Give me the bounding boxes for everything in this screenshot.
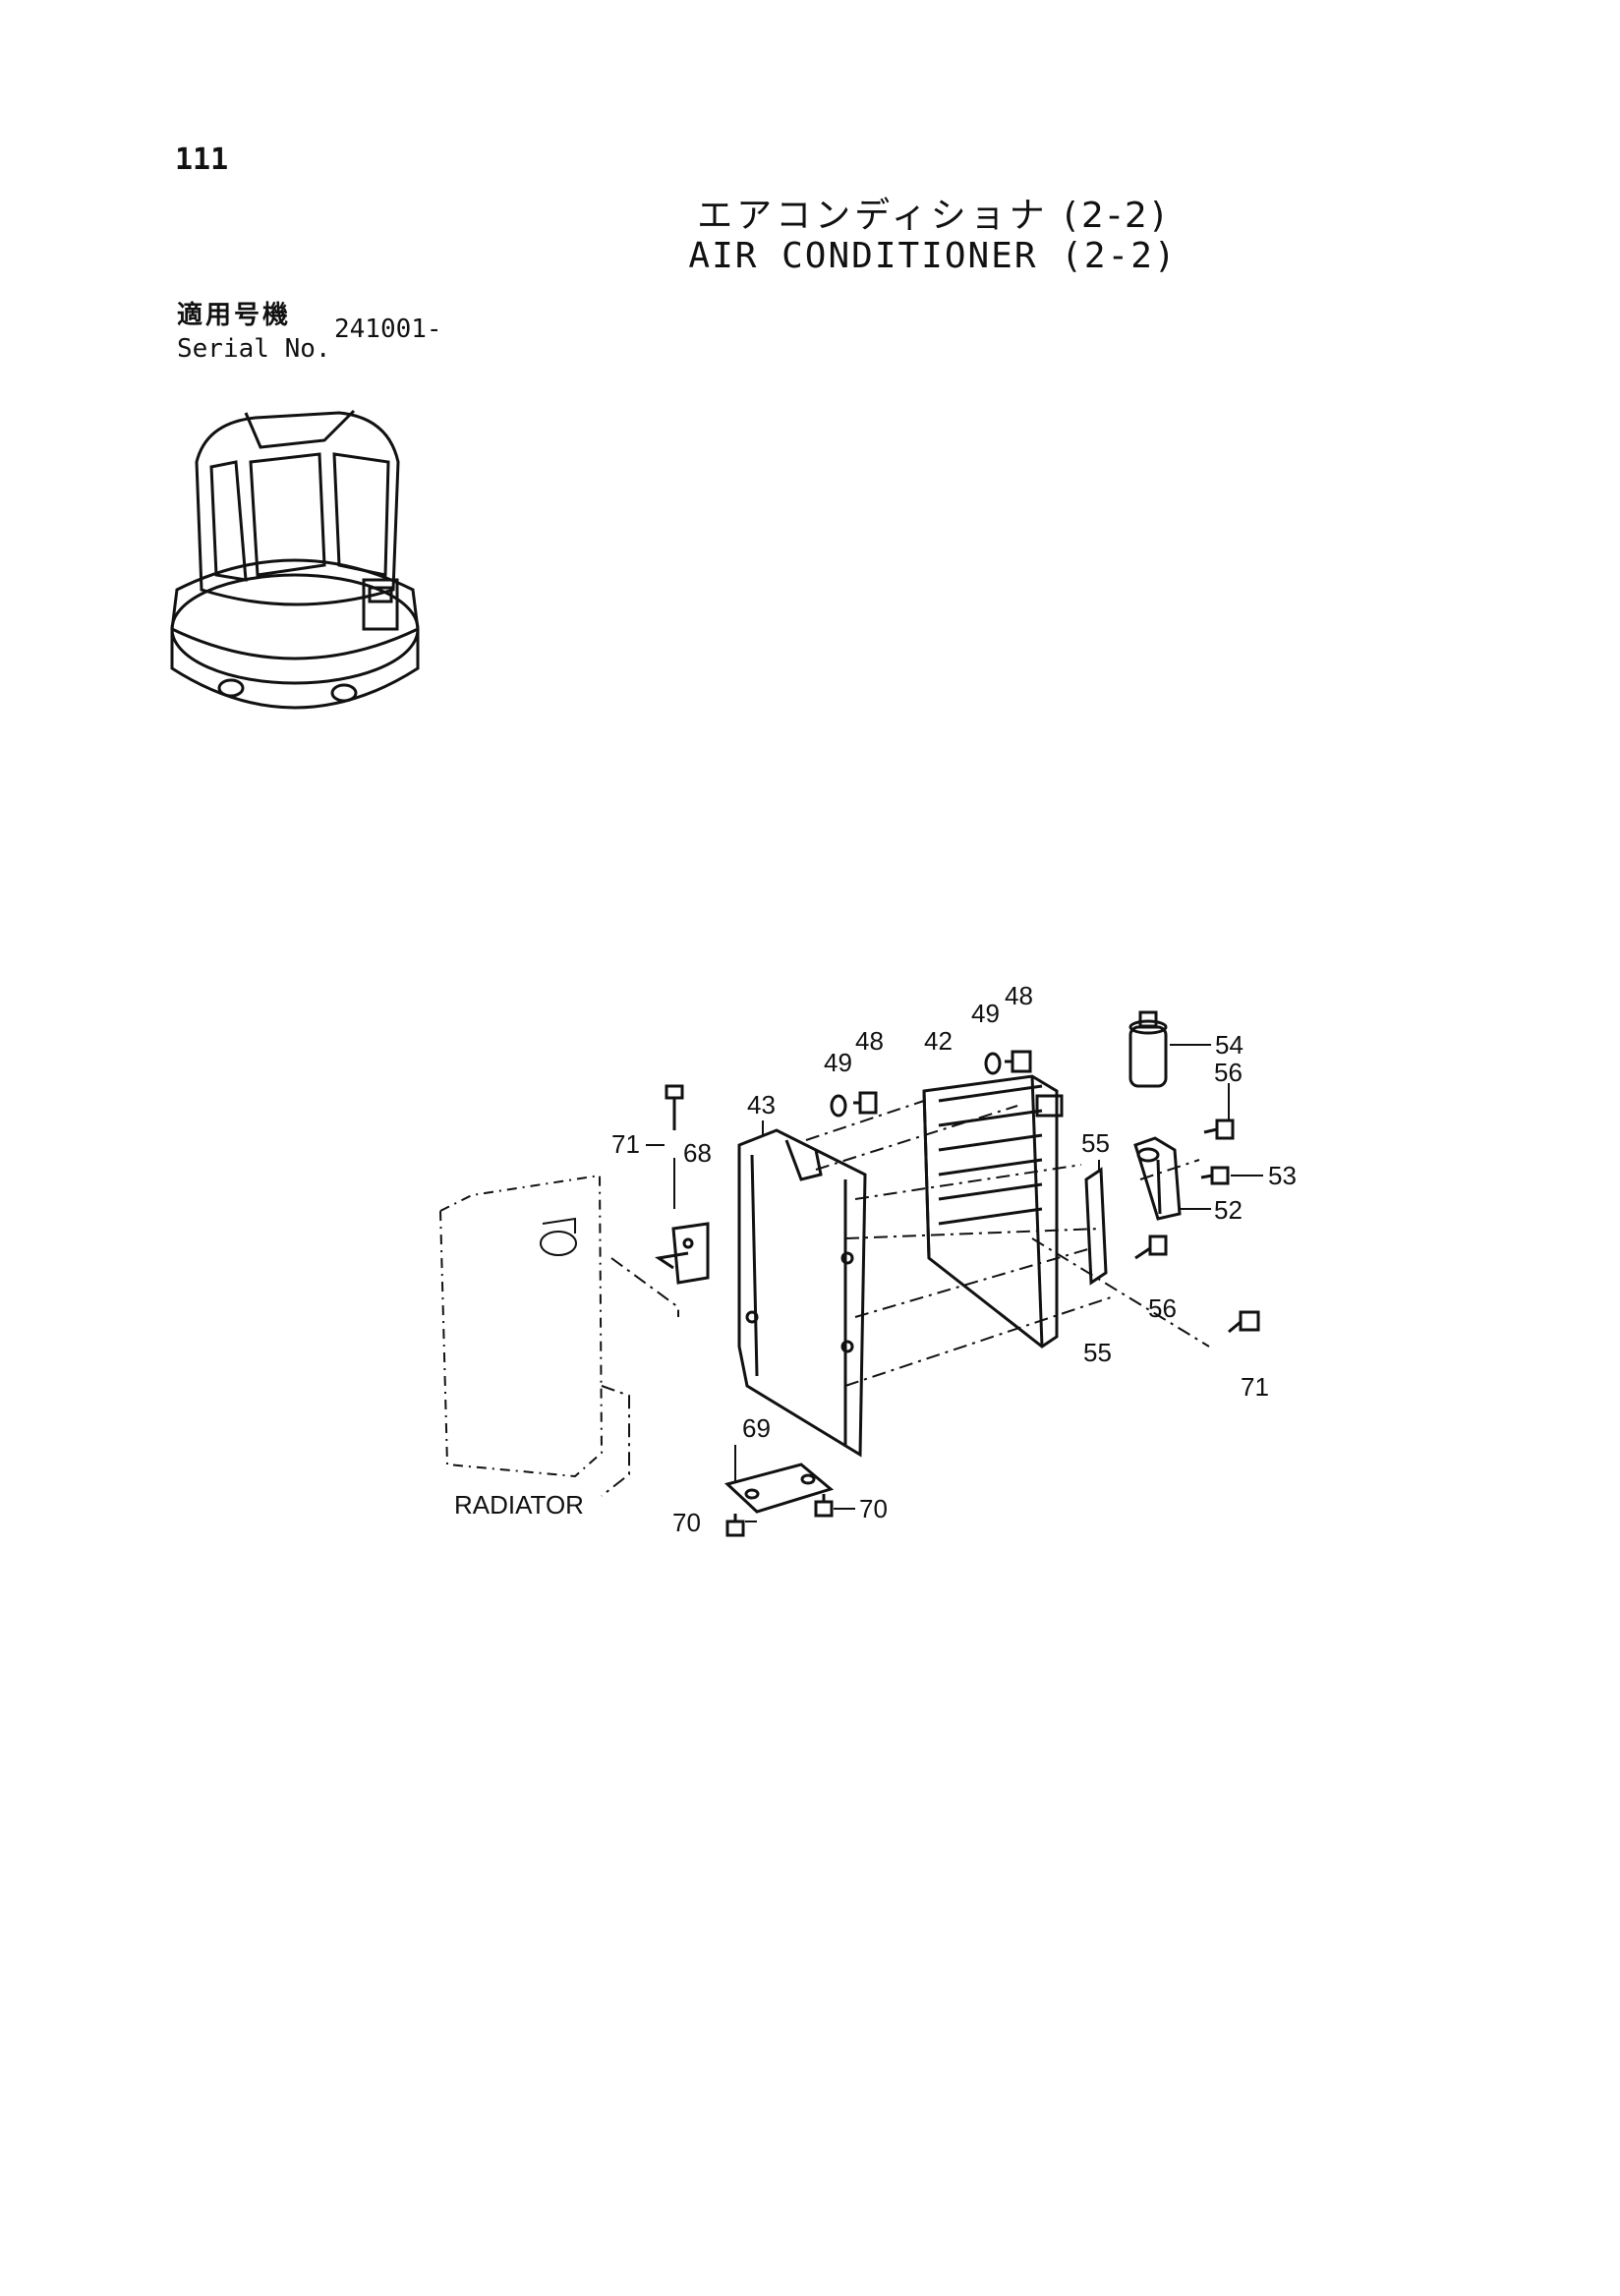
part-43-frame: [737, 1128, 867, 1458]
page-number: 111: [175, 143, 229, 177]
bolt-53-icon: [1200, 1166, 1230, 1185]
callout-55-lower: 55: [1083, 1338, 1112, 1367]
callout-70-left: 70: [672, 1508, 701, 1537]
callout-54: 54: [1215, 1030, 1244, 1060]
washer-49-right-icon: [984, 1052, 1002, 1075]
part-42-frame: [922, 1074, 1064, 1349]
callout-70-right: 70: [859, 1494, 888, 1523]
title-english: AIR CONDITIONER (2-2): [688, 236, 1178, 276]
callout-68: 68: [683, 1138, 712, 1168]
serial-number-value: 241001-: [334, 315, 442, 344]
bolt-70-left-icon: [725, 1514, 745, 1537]
callout-49-left: 49: [824, 1048, 852, 1077]
bolt-56-lower-icon: [1134, 1234, 1168, 1260]
callout-43: 43: [747, 1090, 776, 1119]
callout-leaders: [646, 1044, 1263, 1522]
callout-71-upper: 71: [611, 1129, 640, 1159]
callout-48-right: 48: [1005, 981, 1033, 1010]
callout-56-upper: 56: [1214, 1058, 1243, 1087]
callout-71-lower: 71: [1241, 1372, 1269, 1402]
part-52-bracket: [1133, 1136, 1182, 1221]
callout-52: 52: [1214, 1195, 1243, 1225]
serial-label-japanese: 適用号機: [177, 301, 292, 330]
part-54-receiver-drier: [1128, 1010, 1168, 1088]
assembly-leader-lines: [601, 1100, 1210, 1497]
machine-thumbnail: [170, 409, 420, 710]
callout-56-lower: 56: [1148, 1293, 1177, 1323]
bolt-56-upper-icon: [1203, 1119, 1235, 1140]
callout-69: 69: [742, 1413, 771, 1443]
serial-label-english: Serial No.: [177, 334, 331, 364]
bolt-71-upper-icon: [665, 1084, 684, 1130]
radiator-label: RADIATOR: [454, 1490, 584, 1520]
bolt-48-right-icon: [1005, 1050, 1032, 1073]
part-69-plate: [723, 1463, 835, 1514]
callout-53: 53: [1268, 1161, 1297, 1190]
part-68-bracket: [655, 1222, 710, 1285]
bolt-48-left-icon: [853, 1091, 878, 1115]
part-55-spacer: [1084, 1167, 1108, 1286]
radiator-outline: [438, 1174, 604, 1478]
callout-48-left: 48: [855, 1026, 884, 1056]
fastener-icons: [665, 1050, 1260, 1537]
callout-55-upper: 55: [1081, 1128, 1110, 1158]
title-japanese: エアコンディショナ (2-2): [697, 196, 1169, 236]
bolt-70-right-icon: [814, 1494, 834, 1518]
radiator-cap-icon: [540, 1217, 577, 1256]
bolt-71-lower-icon: [1228, 1310, 1260, 1334]
callout-49-right: 49: [971, 999, 1000, 1028]
callout-42: 42: [924, 1026, 953, 1056]
washer-49-left-icon: [830, 1094, 847, 1118]
